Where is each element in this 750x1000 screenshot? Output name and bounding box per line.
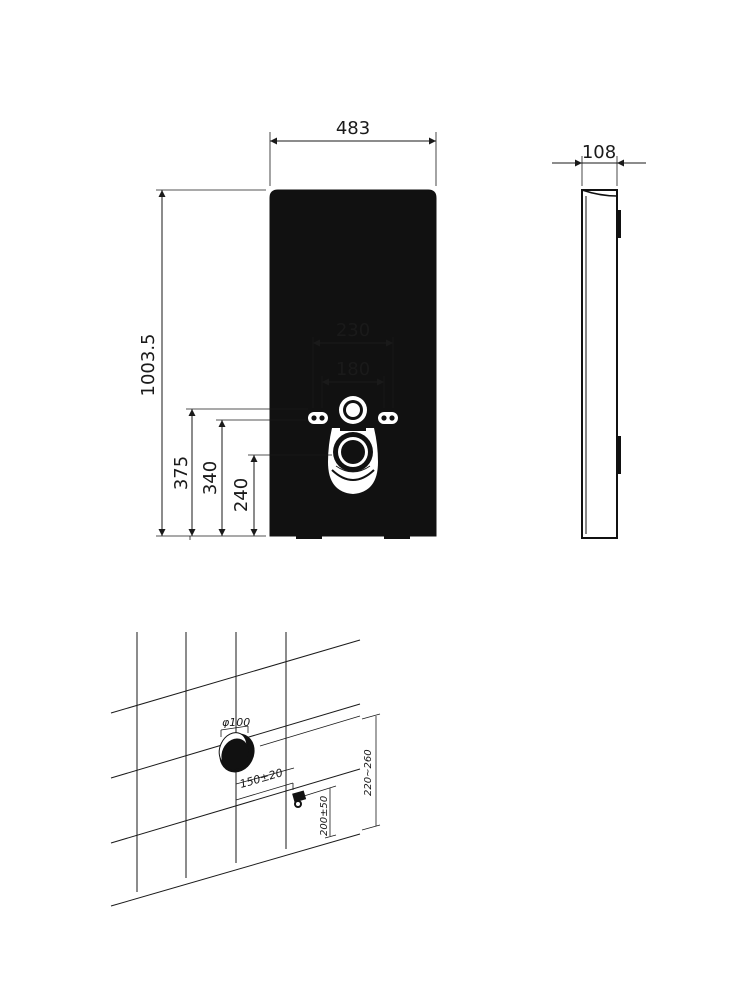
bolt-spacing-inner-label: 180 <box>336 359 370 380</box>
bolt-left <box>308 412 328 424</box>
drain-outlet <box>328 425 378 494</box>
angle-valve <box>292 790 307 808</box>
height-340-label: 340 <box>200 461 221 495</box>
depth-label: 108 <box>582 142 616 163</box>
offset-vertical-small-label: 200±50 <box>319 796 330 836</box>
side-button-top <box>617 210 621 238</box>
height-label: 1003.5 <box>138 334 159 397</box>
bolt-spacing-outer-label: 230 <box>336 320 370 341</box>
height-240-label: 240 <box>231 478 252 512</box>
offset-vertical-large-label: 220~260 <box>363 749 374 796</box>
wall-view: φ100 150±20 200±50 220~260 <box>110 632 381 907</box>
bolt-right <box>378 412 398 424</box>
water-inlet <box>339 396 367 424</box>
drain-diameter-label: φ100 <box>222 716 250 729</box>
side-view: 108 <box>552 142 646 539</box>
panel-foot-left <box>296 536 322 539</box>
height-375-label: 375 <box>171 456 192 490</box>
side-button-bottom <box>617 436 621 474</box>
side-panel <box>581 189 618 539</box>
panel-foot-right <box>384 536 410 539</box>
offset-horizontal-label: 150±20 <box>238 766 284 791</box>
front-view: 483 1003.5 230 180 375 340 240 <box>138 118 437 540</box>
width-label: 483 <box>336 118 370 139</box>
front-panel <box>269 189 437 537</box>
drain-hole <box>218 732 255 773</box>
